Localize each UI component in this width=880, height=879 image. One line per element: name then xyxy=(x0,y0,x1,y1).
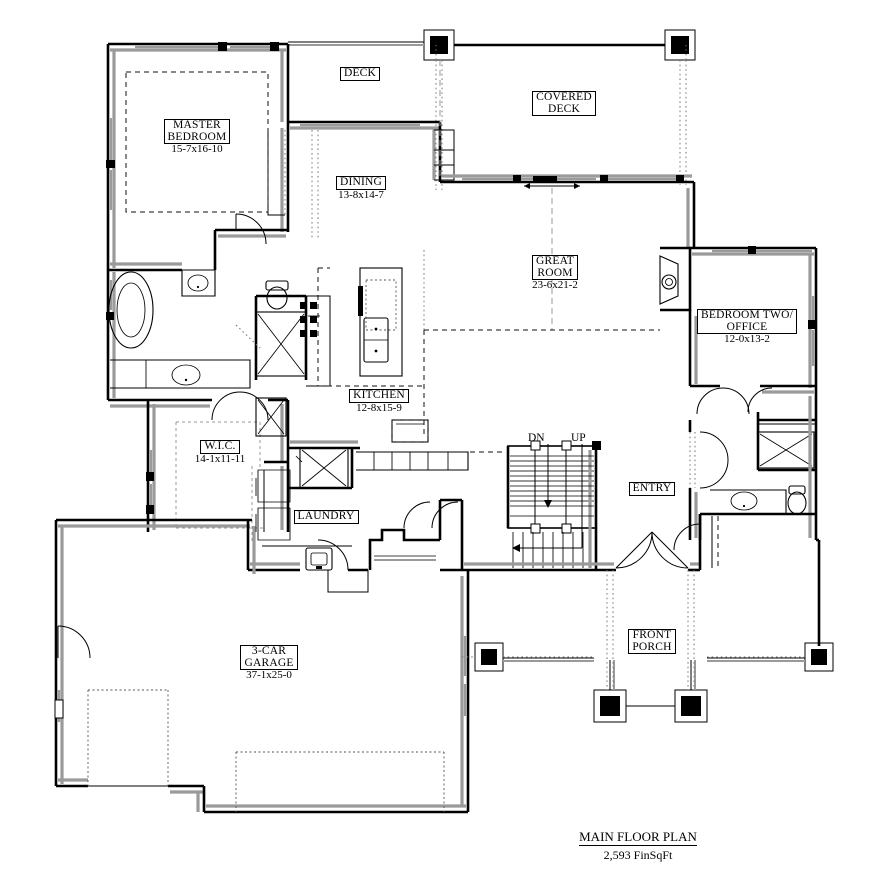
room-name-bedroom-two: BEDROOM TWO/OFFICE xyxy=(697,309,797,335)
stair-label-up: UP xyxy=(571,432,586,444)
room-name-laundry: LAUNDRY xyxy=(293,510,359,524)
entry-closet xyxy=(698,514,719,570)
bathtub xyxy=(108,271,154,349)
window-wic-west xyxy=(146,450,154,514)
room-label-bedroom-two: BEDROOM TWO/OFFICE 12-0x13-2 xyxy=(695,309,799,346)
room-dim-bedroom-two: 12-0x13-2 xyxy=(724,333,770,346)
door-entry-closet xyxy=(673,523,701,551)
door-garage-service xyxy=(57,625,91,659)
window-bed2-east xyxy=(808,296,816,366)
door-bedroom-two xyxy=(696,387,750,415)
porch-post-east xyxy=(804,642,834,672)
shower-master xyxy=(255,311,307,377)
door-mudroom xyxy=(403,501,459,529)
plan-title-block: MAIN FLOOR PLAN 2,593 FinSqFt xyxy=(548,828,728,863)
stair-label-down: DN xyxy=(528,432,545,444)
toilet-master xyxy=(265,280,289,310)
room-name-wic: W.I.C. xyxy=(200,440,240,454)
hall-cabinet-run xyxy=(356,451,469,471)
closet-bed2 xyxy=(757,431,815,469)
room-dim-master-bedroom: 15-7x16-10 xyxy=(171,143,223,156)
room-dim-dining: 13-8x14-7 xyxy=(338,188,384,201)
room-name-entry: ENTRY xyxy=(628,482,676,496)
plan-area-text: 2,593 FinSqFt xyxy=(603,848,673,862)
door-bed2-closet xyxy=(747,387,773,413)
window-garage-west xyxy=(54,690,64,722)
room-label-wic: W.I.C. 14-1x11-11 xyxy=(192,437,248,465)
closet-shelf-x xyxy=(255,397,287,437)
front-door-double xyxy=(615,531,689,569)
room-dim-kitchen: 12-8x15-9 xyxy=(356,401,402,414)
room-name-dining: DINING xyxy=(335,176,387,190)
master-vanity-small xyxy=(181,269,216,297)
deck-post-northeast xyxy=(664,29,696,61)
master-vanity-long xyxy=(110,359,251,389)
room-label-entry: ENTRY xyxy=(627,479,677,496)
door-bath-to-wic xyxy=(211,391,269,421)
slider-direction-arrow xyxy=(524,183,580,189)
fireplace xyxy=(659,246,692,312)
kitchen-pantry xyxy=(391,419,429,443)
window-bed2-north xyxy=(712,246,812,254)
room-label-kitchen: KITCHEN 12-8x15-9 xyxy=(347,386,411,414)
door-laundry xyxy=(317,539,349,571)
room-name-deck: DECK xyxy=(339,67,381,81)
door-hall-bed2 xyxy=(699,431,729,489)
staircase xyxy=(506,440,601,570)
porch-post-front-east xyxy=(674,689,708,723)
window-master-north xyxy=(135,42,279,51)
laundry-shower xyxy=(295,447,349,489)
room-dim-garage: 37-1x25-0 xyxy=(246,669,292,682)
mudroom-bench xyxy=(368,528,440,570)
room-label-deck: DECK xyxy=(336,64,384,81)
porch-post-front-west xyxy=(593,689,627,723)
room-name-kitchen: KITCHEN xyxy=(349,389,409,403)
bath-two-vanity xyxy=(710,489,787,515)
kitchen-range-wall xyxy=(300,295,331,387)
room-label-dining: DINING 13-8x14-7 xyxy=(331,173,391,201)
door-master-to-bath xyxy=(235,213,267,245)
window-master-west xyxy=(106,118,115,210)
room-dim-great-room: 23-6x21-2 xyxy=(532,279,578,292)
master-tray-ceiling xyxy=(125,71,269,213)
porch-post-west xyxy=(474,642,504,672)
plan-title-text: MAIN FLOOR PLAN xyxy=(579,829,697,846)
room-label-laundry: LAUNDRY xyxy=(288,507,364,524)
deck-post-northwest xyxy=(423,29,455,61)
slider-great-room xyxy=(462,175,684,183)
kitchen-island xyxy=(358,267,403,377)
laundry-sink xyxy=(305,547,333,571)
toilet-bath-two xyxy=(787,485,807,515)
room-dim-wic: 14-1x11-11 xyxy=(194,452,246,465)
